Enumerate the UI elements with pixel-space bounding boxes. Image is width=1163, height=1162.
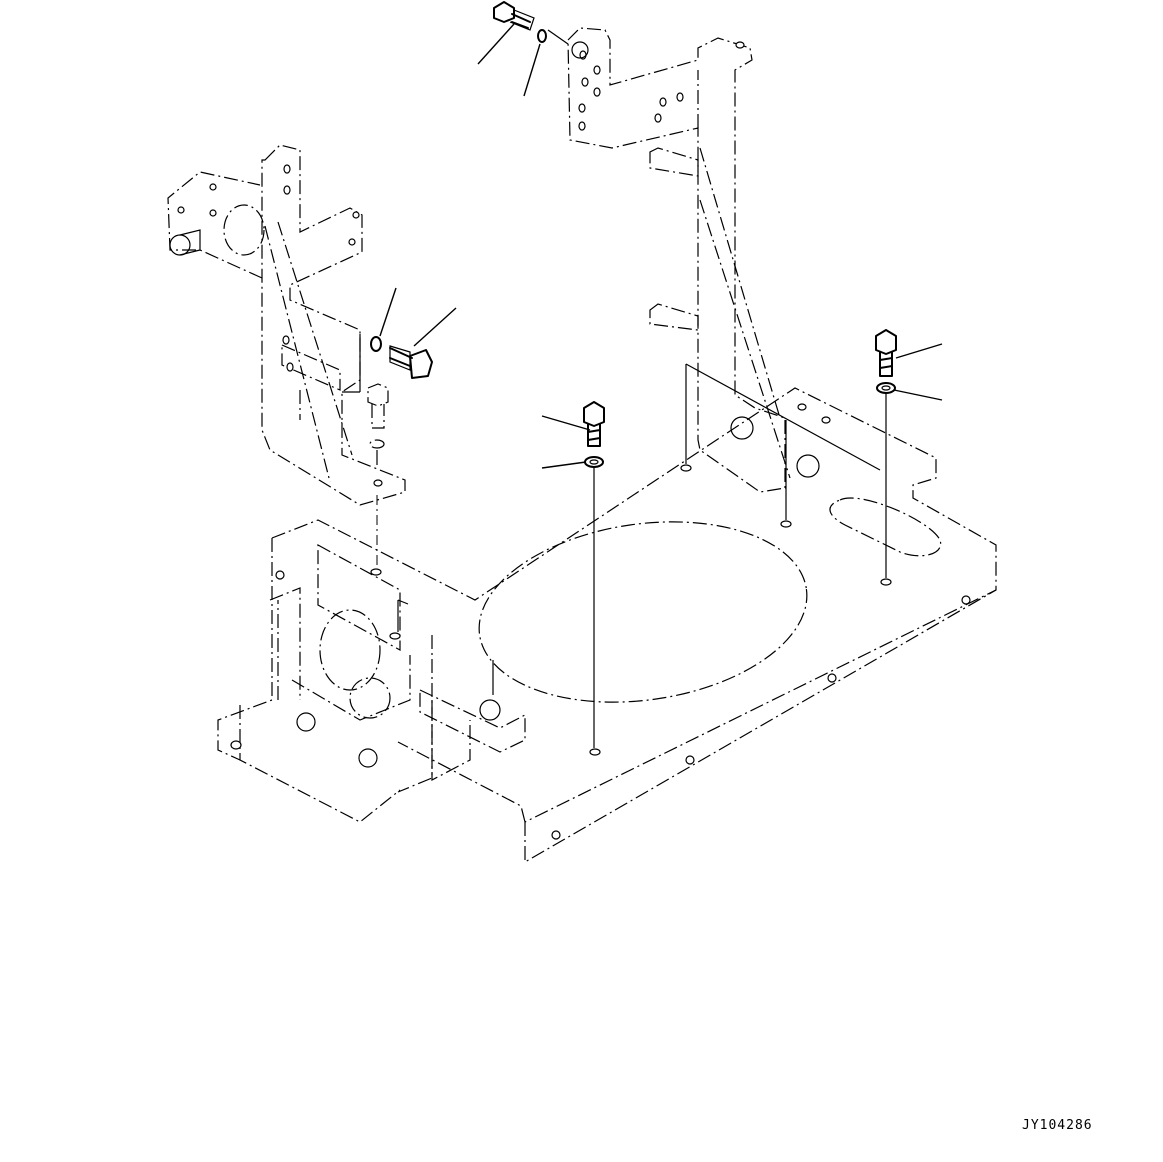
bracket-holes <box>177 164 383 487</box>
callout-leaders <box>379 23 943 469</box>
bolt-icon <box>875 329 897 377</box>
bolt-icon <box>389 345 433 379</box>
bolt-icon <box>493 1 535 31</box>
washer-icon <box>537 29 547 43</box>
hex-nut-icon <box>296 416 820 768</box>
base-plate <box>217 387 997 864</box>
bolt-icon <box>367 383 389 429</box>
washer-icon <box>369 439 385 449</box>
washer-icon <box>370 336 382 352</box>
mounting-holes <box>230 464 971 840</box>
washer-icon <box>876 382 896 394</box>
drawing-code-label: JY104286 <box>1022 1118 1093 1133</box>
bolt-icon <box>583 401 605 447</box>
right-bracket <box>567 27 831 493</box>
bracket-holes <box>578 41 831 424</box>
assembly-centerlines <box>342 29 887 748</box>
washer-icon <box>584 456 604 468</box>
left-bracket <box>167 144 406 506</box>
